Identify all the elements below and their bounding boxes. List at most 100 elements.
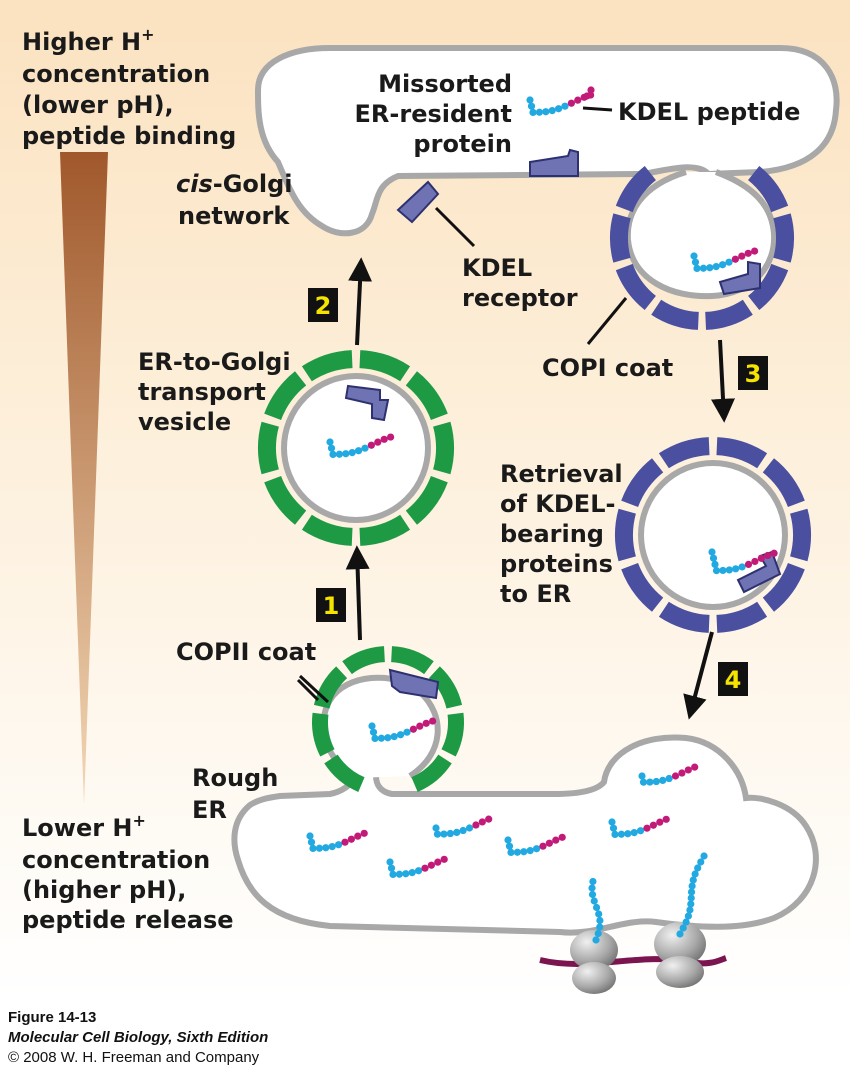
ribosome-2: [654, 922, 706, 988]
er-to-golgi-text: ER-to-Golgi: [138, 348, 291, 376]
nascent-chain-bead: [688, 882, 696, 890]
amino-acid-bead: [328, 842, 336, 851]
amino-acid-bead: [646, 778, 654, 786]
nascent-chain-bead: [594, 929, 602, 938]
kdel-peptide: [608, 815, 670, 839]
amino-acid-bead: [416, 722, 424, 730]
nascent-chain-bead: [676, 930, 684, 938]
nascent-chain-bead: [686, 906, 694, 914]
amino-acid-bead: [744, 249, 752, 257]
retrieval-label: Retrieval of KDEL- bearing proteins to E…: [500, 460, 623, 608]
kdel-peptides: [306, 86, 778, 879]
amino-acid-bead: [561, 102, 569, 110]
rough-er-label: Rough ER: [192, 764, 278, 824]
er-to-golgi-label: ER-to-Golgi transport vesicle: [138, 348, 291, 436]
amino-acid-bead: [567, 99, 576, 107]
kdel-peptide: [432, 815, 493, 838]
amino-acid-bead: [665, 774, 673, 783]
bottom-ph-text: (higher pH),: [22, 876, 186, 904]
kdel-peptide: [708, 548, 778, 575]
to-er-text: to ER: [500, 580, 571, 608]
amino-acid-bead: [432, 824, 440, 832]
nascent-chain-bead: [588, 884, 596, 892]
higher-h-text: Higher H: [22, 28, 141, 56]
amino-acid-bead: [555, 105, 563, 113]
missorted-text: Missorted: [378, 70, 512, 98]
amino-acid-bead: [731, 255, 740, 263]
kdel-receptor-golgi-1: [396, 180, 440, 224]
kdel-peptide: [504, 833, 566, 857]
amino-acid-bead: [678, 769, 686, 777]
ribosome-1: [570, 930, 618, 994]
amino-acid-bead: [520, 848, 528, 856]
amino-acid-bead: [478, 818, 486, 826]
leader-kdel-receptor: [434, 206, 476, 248]
nascent-chain-bead: [588, 890, 597, 899]
amino-acid-bead: [764, 551, 772, 560]
coat-segment: [405, 476, 448, 525]
coat-segment: [748, 166, 789, 213]
amino-acid-bead: [403, 728, 411, 736]
amino-acid-bead: [527, 102, 536, 110]
amino-acid-bead: [587, 86, 595, 94]
amino-acid-bead: [347, 835, 355, 843]
retrieval-text: Retrieval: [500, 460, 623, 488]
amino-acid-bead: [630, 828, 638, 837]
kdel-receptor-golgi-vesicle: [718, 260, 761, 296]
amino-acid-bead: [574, 96, 582, 104]
amino-acid-bead: [609, 824, 618, 832]
amino-acid-bead: [558, 833, 566, 841]
amino-acid-bead: [732, 565, 740, 573]
amino-acid-bead: [526, 96, 534, 104]
copii-coat-transport-vesicle: [258, 350, 455, 546]
amino-acid-bead: [485, 815, 493, 823]
gradient-top-label: Higher H+ concentration (lower pH), pept…: [22, 25, 236, 150]
nascent-chain-bead: [687, 888, 696, 896]
amino-acid-bead: [377, 734, 385, 742]
step-number-3: 3: [745, 360, 762, 388]
transport-text: transport: [138, 378, 266, 406]
nascent-chain-bead: [590, 897, 598, 905]
step-badge-2: 2: [308, 288, 338, 322]
amino-acid-bead: [465, 824, 474, 832]
kdel-receptor-label: KDEL receptor: [462, 254, 578, 312]
nascent-chain-bead: [592, 903, 601, 912]
amino-acid-bead: [421, 864, 429, 872]
coat-segment: [762, 458, 805, 507]
kdel-peptide: [326, 433, 395, 458]
amino-acid-bead: [433, 830, 442, 838]
nascent-chain-bead: [694, 864, 702, 872]
coat-segment: [762, 563, 805, 612]
kdel-receptor-golgi-2: [529, 148, 579, 177]
cis-italic-text: cis: [176, 170, 213, 198]
amino-acid-bead: [529, 108, 537, 116]
kdel-peptide: [690, 247, 759, 272]
coat-segment: [748, 263, 789, 310]
amino-acid-bead: [355, 447, 363, 455]
leader-copi-coat: [586, 297, 628, 345]
amino-acid-bead: [369, 728, 378, 736]
amino-acid-bead: [738, 252, 746, 260]
coat-segment: [301, 350, 353, 382]
amino-acid-bead: [387, 864, 396, 872]
nascent-chain-bead: [697, 858, 705, 866]
amino-acid-bead: [744, 560, 753, 568]
er-text: ER: [192, 796, 227, 824]
coat-segment: [441, 712, 465, 757]
amino-acid-bead: [691, 763, 699, 771]
coat-segment: [433, 421, 455, 475]
svg-text:Lower H+: Lower H+: [22, 811, 146, 842]
amino-acid-bead: [415, 867, 423, 875]
coat-segment: [773, 213, 794, 263]
amino-acid-bead: [386, 858, 394, 866]
step-number-2: 2: [315, 292, 332, 320]
amino-acid-bead: [533, 845, 541, 853]
golgi-budding-vesicle: [624, 169, 778, 300]
missorted-protein-label: Missorted ER-resident protein: [355, 70, 512, 158]
kdel-peptide: [368, 717, 437, 743]
lower-h-text: Lower H: [22, 814, 133, 842]
amino-acid-bead: [552, 836, 560, 844]
rough-text: Rough: [192, 764, 278, 792]
amino-acid-bead: [639, 778, 648, 786]
nascent-chain-bead: [596, 923, 604, 931]
